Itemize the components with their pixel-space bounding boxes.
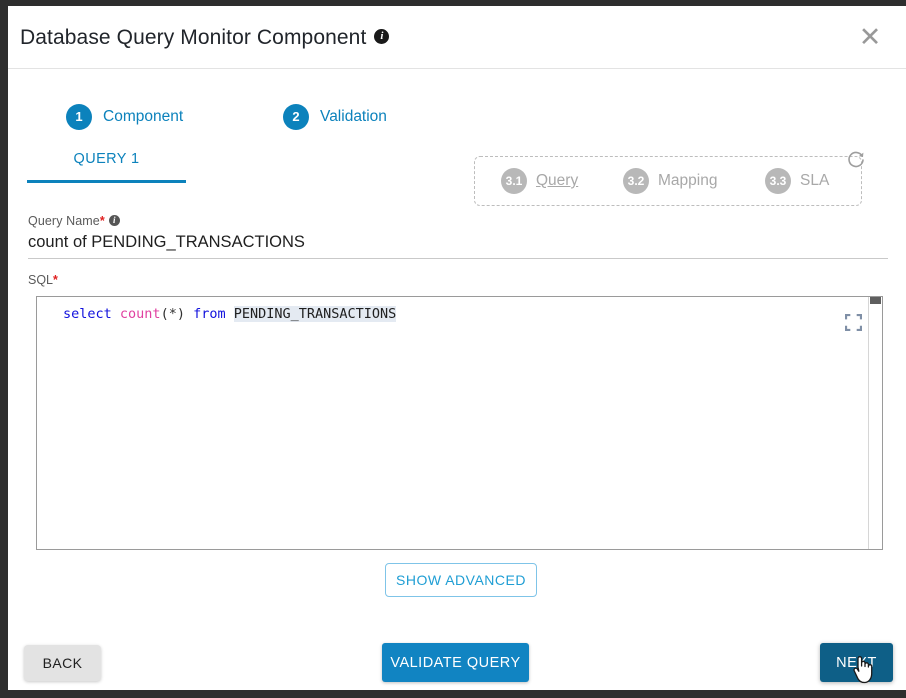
required-marker: * — [53, 273, 58, 287]
tab-bar: QUERY 1 — [8, 146, 906, 186]
sql-token-function: count — [119, 306, 161, 322]
dialog-header: Database Query Monitor Component i ✕ — [8, 6, 906, 69]
sql-label-text: SQL — [28, 273, 54, 287]
query-name-label-text: Query Name — [28, 214, 100, 228]
substep-label: Query — [536, 172, 579, 189]
step-label: Component — [103, 108, 184, 125]
modal-dialog: Database Query Monitor Component i ✕ 1 Co… — [8, 6, 906, 690]
sql-token-punct: (*) — [160, 306, 185, 322]
sql-token-plain — [112, 306, 120, 322]
info-icon[interactable]: i — [374, 28, 390, 44]
back-button[interactable]: BACK — [24, 645, 101, 681]
step-number: 2 — [283, 104, 309, 130]
substep-group: 3.1 Query 3.2 Mapping 3.3 SLA — [474, 156, 862, 206]
sql-code-line[interactable]: select count(*) from PENDING_TRANSACTION… — [63, 305, 397, 323]
stepper: 1 Component 2 Validation 3.1 Query 3.2 M… — [8, 68, 906, 206]
info-icon[interactable]: i — [108, 215, 120, 227]
dialog-title-text: Database Query Monitor Component — [20, 26, 367, 49]
query-name-input[interactable] — [28, 231, 888, 259]
substep-query[interactable]: 3.1 Query — [501, 168, 578, 194]
query-name-label: Query Name*i — [28, 214, 888, 228]
sql-label: SQL* — [28, 273, 58, 287]
sql-token-plain — [226, 306, 234, 322]
substep-sla[interactable]: 3.3 SLA — [765, 168, 829, 194]
next-button[interactable]: NEXT — [820, 643, 893, 682]
query-name-field-group: Query Name*i — [28, 214, 888, 259]
close-icon[interactable]: ✕ — [858, 22, 882, 53]
sql-token-plain — [185, 306, 193, 322]
step-label: Validation — [320, 108, 387, 125]
refresh-icon[interactable] — [846, 150, 866, 170]
sql-token-keyword: select — [63, 306, 112, 322]
show-advanced-button[interactable]: SHOW ADVANCED — [385, 563, 537, 597]
substep-label: SLA — [800, 172, 830, 189]
page-title: Database Query Monitor Component i — [20, 26, 390, 50]
sql-editor[interactable]: select count(*) from PENDING_TRANSACTION… — [36, 296, 883, 550]
substep-number: 3.2 — [623, 168, 649, 194]
sql-token-keyword: from — [193, 306, 226, 322]
sql-editor-scrollbar[interactable] — [868, 297, 882, 549]
substep-label: Mapping — [658, 172, 718, 189]
tab-query-1[interactable]: QUERY 1 — [27, 146, 186, 183]
sql-token-table: PENDING_TRANSACTIONS — [233, 306, 397, 322]
substep-number: 3.1 — [501, 168, 527, 194]
step-component[interactable]: 1 Component — [66, 104, 183, 130]
fullscreen-expand-icon[interactable] — [845, 314, 862, 331]
step-validation[interactable]: 2 Validation — [283, 104, 387, 130]
step-number: 1 — [66, 104, 92, 130]
substep-number: 3.3 — [765, 168, 791, 194]
validate-query-button[interactable]: VALIDATE QUERY — [382, 643, 529, 682]
sql-editor-scrollbar-thumb[interactable] — [870, 297, 881, 304]
substep-mapping[interactable]: 3.2 Mapping — [623, 168, 717, 194]
required-marker: * — [99, 214, 105, 228]
